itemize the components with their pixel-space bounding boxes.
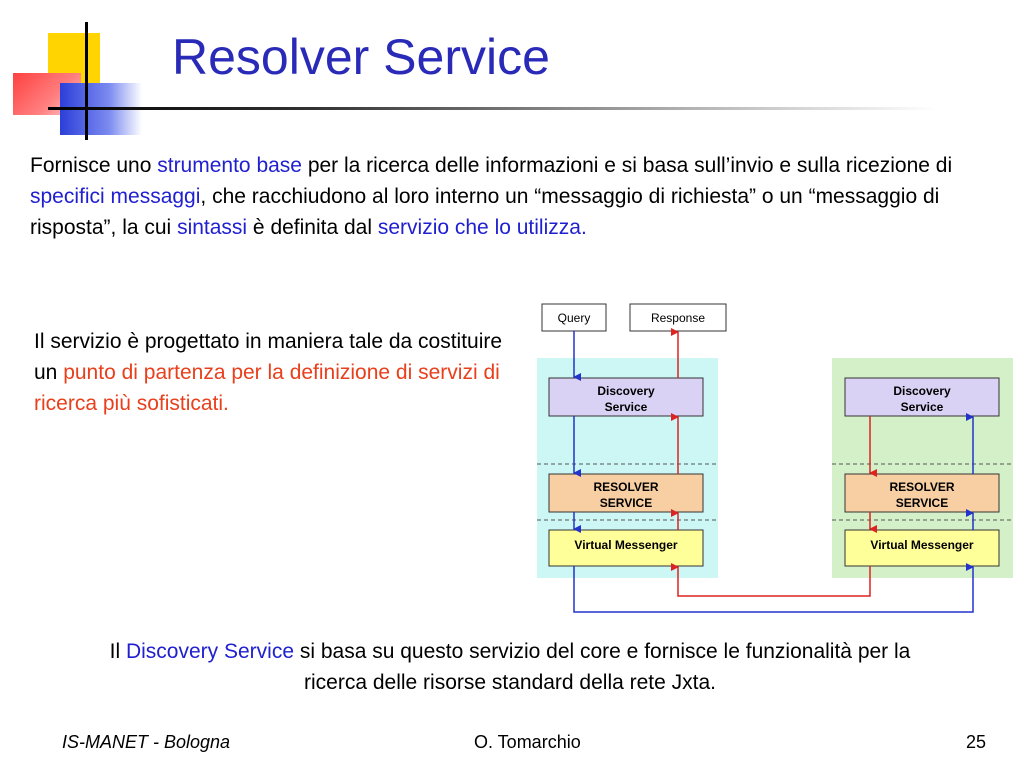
left-resolver-label-line2: SERVICE bbox=[600, 496, 652, 510]
intro-text-4: è definita dal bbox=[247, 216, 378, 239]
intro-text-2: per la ricerca delle informazioni e si b… bbox=[301, 154, 953, 177]
left-resolver-service-box bbox=[548, 473, 704, 513]
discovery-highlight-1: Discovery Service bbox=[125, 640, 295, 663]
title-decoration-vertical-line bbox=[85, 22, 88, 140]
discovery-text-2: si basa su questo servizio del core e fo… bbox=[294, 640, 911, 694]
right-resolver-label-line1: RESOLVER bbox=[889, 480, 954, 494]
right-messenger-label: Virtual Messenger bbox=[870, 538, 973, 552]
intro-text-1: Fornisce uno bbox=[30, 154, 158, 177]
page-number: 25 bbox=[966, 732, 987, 752]
left-discovery-label-line1: Discovery bbox=[597, 384, 655, 398]
intro-paragraph: Fornisce uno strumento base per la ricer… bbox=[30, 150, 990, 243]
intro-highlight-1: strumento base bbox=[157, 154, 302, 177]
right-virtual-messenger-box bbox=[844, 529, 1000, 567]
network-link-request bbox=[573, 563, 974, 613]
left-messenger-label: Virtual Messenger bbox=[574, 538, 677, 552]
footer-event: IS-MANET - Bologna bbox=[62, 732, 231, 752]
footer-author: O. Tomarchio bbox=[474, 732, 581, 752]
right-discovery-label-line1: Discovery bbox=[893, 384, 951, 398]
right-resolver-service-box bbox=[844, 473, 1000, 513]
query-box bbox=[541, 303, 607, 332]
response-label: Response bbox=[651, 311, 705, 325]
left-discovery-label-line2: Service bbox=[605, 400, 648, 414]
slide-title: Resolver Service bbox=[172, 29, 550, 85]
response-box bbox=[629, 303, 727, 332]
resolver-architecture-diagram: Query Response Discovery Service RESOLVE… bbox=[537, 303, 1013, 613]
intro-highlight-4: servizio che lo utilizza. bbox=[377, 216, 587, 239]
discovery-text-1: Il bbox=[109, 640, 126, 663]
intro-text-3: , che racchiudono al loro interno un “me… bbox=[30, 185, 940, 239]
design-paragraph: Il servizio è progettato in maniera tale… bbox=[34, 326, 504, 419]
network-link-response bbox=[671, 563, 871, 597]
intro-highlight-2: specifici messaggi bbox=[30, 185, 201, 208]
right-resolver-label-line2: SERVICE bbox=[896, 496, 948, 510]
query-label: Query bbox=[558, 311, 591, 325]
title-underline bbox=[48, 107, 938, 110]
discovery-paragraph: Il Discovery Service si basa su questo s… bbox=[100, 636, 920, 698]
intro-highlight-3: sintassi bbox=[177, 216, 248, 239]
right-discovery-service-box bbox=[844, 377, 1000, 417]
design-text-1: Il servizio è progettato in maniera tale… bbox=[34, 330, 503, 384]
left-discovery-service-box bbox=[548, 377, 704, 417]
left-resolver-label-line1: RESOLVER bbox=[593, 480, 658, 494]
design-highlight-1: punto di partenza per la definizione di … bbox=[34, 361, 500, 415]
right-discovery-label-line2: Service bbox=[901, 400, 944, 414]
left-virtual-messenger-box bbox=[548, 529, 704, 567]
